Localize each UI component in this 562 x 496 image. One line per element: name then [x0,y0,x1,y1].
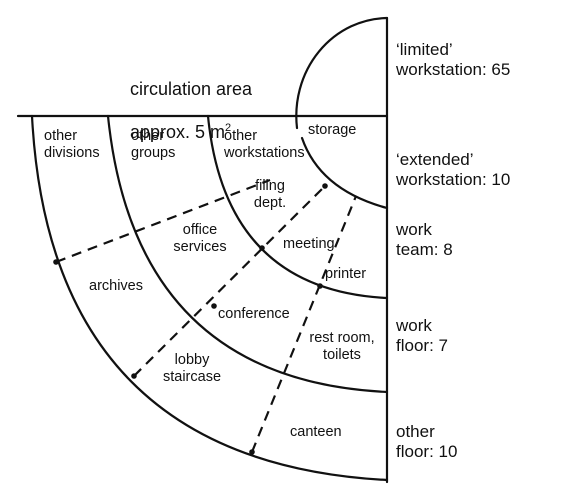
junction-dot [259,245,265,251]
other-floor-arc [30,114,389,482]
circulation-superscript: 2 [225,121,232,134]
extended-workstation-arc [300,136,389,210]
area-other-divisions: other divisions [44,128,100,162]
zone-label-other-floor: other floor: 10 [396,422,458,462]
junction-dot [53,259,59,265]
area-rest-room-toilets: rest room, toilets [309,330,375,364]
junction-dot [131,373,137,379]
area-canteen: canteen [290,424,342,440]
area-filing-dept: filing dept. [253,178,287,212]
zone-label-floor: work floor: 7 [396,316,448,356]
junction-dot [322,183,328,189]
dashed-line-archives [55,178,271,264]
dashed-line-canteen [250,195,358,453]
zone-label-extended: ‘extended’ workstation: 10 [396,150,511,190]
work-floor-arc [106,114,389,394]
circulation-area-label: circulation area approx. 5 m2 [130,58,252,143]
junction-dot [211,303,217,309]
area-office-services: office services [173,222,227,256]
zone-label-team: work team: 8 [396,220,453,260]
junction-dot [249,449,255,455]
area-conference: conference [218,306,290,322]
area-printer: printer [325,266,367,282]
junction-dot [317,283,323,289]
circulation-line2: approx. 5 m [130,121,226,142]
area-lobby-staircase: lobby staircase [162,352,222,386]
circulation-line1: circulation area [130,79,253,100]
limited-workstation-arc [295,16,389,130]
area-other-groups: other groups [131,128,176,162]
area-archives: archives [89,278,143,294]
area-storage: storage [308,122,357,138]
area-other-workstations: other workstations [224,128,305,162]
zone-label-limited: ‘limited’ workstation: 65 [396,40,511,80]
dashed-line-lobby [133,185,326,377]
area-meeting: meeting [283,236,335,252]
